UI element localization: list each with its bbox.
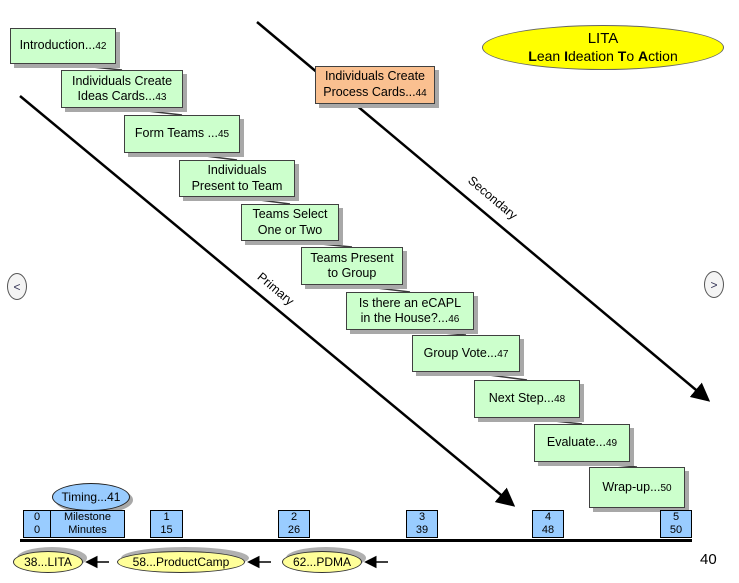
cascade-step-slide-ref: 47 (497, 348, 509, 360)
next-slide-button[interactable]: > (704, 271, 724, 298)
cascade-step-label: Teams Select One or Two (252, 207, 328, 237)
cascade-step-box: Teams Select One or Two (241, 204, 339, 241)
primary-flow-arrow (19, 95, 516, 507)
page-number: 40 (700, 551, 717, 568)
cascade-step-box[interactable]: Introduction...42 (10, 28, 116, 64)
cascade-step-slide-ref: 43 (155, 92, 167, 103)
cascade-step-slide-ref: 45 (218, 129, 230, 141)
cascade-step-slide-ref: 48 (554, 394, 566, 406)
cascade-step-label: Group Vote... (423, 345, 498, 360)
timeline-ref-label: 38...LITA (24, 555, 72, 569)
timeline-ref-ellipse[interactable]: 58...ProductCamp (117, 551, 245, 573)
lita-subtitle: Lean Ideation To Action (528, 48, 678, 65)
milestone-minutes: 15 (160, 524, 173, 536)
timeline-ref-ellipse[interactable]: 62...PDMA (282, 551, 362, 573)
secondary-step-slide-ref: 44 (415, 88, 427, 99)
milestone-number: 5 (672, 510, 680, 523)
cascade-step-box: Individuals Present to Team (179, 160, 295, 197)
timing-badge[interactable]: Timing...41 (52, 483, 130, 511)
chevron-left-icon: < (13, 279, 21, 294)
timeline-ref-ellipse[interactable]: 38...LITA (13, 551, 83, 573)
cascade-step-slide-ref: 49 (605, 438, 618, 450)
secondary-flow-label: Secondary (465, 173, 520, 223)
cascade-step-box[interactable]: Group Vote...47 (412, 335, 520, 372)
cascade-step-box[interactable]: Individuals Create Ideas Cards...43 (61, 70, 183, 108)
milestone-number: 3 (418, 510, 426, 523)
cascade-step-box[interactable]: Wrap-up...50 (589, 467, 685, 508)
milestone-zero-cell: 0 0 (24, 511, 51, 537)
cascade-step-box[interactable]: Form Teams ...45 (124, 115, 240, 153)
cascade-step-slide-ref: 46 (448, 314, 460, 325)
chevron-right-icon: > (710, 277, 718, 292)
milestone-minutes: 48 (541, 524, 555, 536)
cascade-step-slide-ref: 50 (660, 482, 672, 494)
milestone-zero-minutes: 0 (33, 524, 41, 536)
cascade-step-box[interactable]: Evaluate...49 (534, 424, 630, 462)
cascade-step-box[interactable]: Next Step...48 (474, 380, 580, 418)
cascade-step-label: Individuals Create Ideas Cards... (71, 73, 173, 103)
cascade-step-label: Introduction... (19, 38, 96, 53)
timeline-ref-label: 62...PDMA (292, 555, 352, 569)
cascade-step-label: Is there an eCAPL in the House?... (358, 295, 462, 325)
minutes-row-label: Minutes (68, 524, 107, 536)
previous-slide-button[interactable]: < (7, 273, 27, 300)
milestone-row-label: Milestone (63, 510, 112, 523)
timeline-ref-label: 58...ProductCamp (132, 555, 230, 569)
secondary-step-label: Individuals Create Process Cards... (323, 69, 426, 99)
cascade-step-label: Wrap-up... (602, 479, 661, 494)
step-connector-lines (62, 63, 638, 468)
cascade-step-label: Next Step... (488, 391, 555, 406)
secondary-step-box[interactable]: Individuals Create Process Cards...44 (315, 66, 435, 104)
cascade-step-label: Individuals Present to Team (191, 163, 283, 193)
milestone-minutes: 50 (669, 524, 683, 536)
cascade-step-box: Teams Present to Group (301, 247, 403, 285)
milestone-number: 2 (290, 510, 298, 523)
milestone-number: 4 (544, 510, 552, 523)
primary-flow-label: Primary (255, 270, 298, 309)
cascade-step-box[interactable]: Is there an eCAPL in the House?...46 (346, 292, 474, 330)
milestone-legend-labels: Milestone Minutes (51, 511, 124, 537)
milestone-minutes: 39 (415, 524, 429, 536)
cascade-step-slide-ref: 42 (95, 41, 107, 53)
milestone-zero-number: 0 (33, 510, 41, 523)
timing-badge-label: Timing...41 (61, 490, 121, 504)
milestone-legend-box: 0 0 Milestone Minutes (23, 510, 125, 538)
cascade-step-label: Teams Present to Group (310, 250, 394, 280)
title-ellipse: LITA Lean Ideation To Action (482, 25, 724, 70)
cascade-step-label: Form Teams ... (134, 126, 218, 141)
milestone-minutes: 26 (287, 524, 301, 536)
milestone-number: 1 (163, 510, 170, 523)
title-acronym: LITA (587, 30, 619, 48)
cascade-step-label: Evaluate... (546, 435, 606, 450)
